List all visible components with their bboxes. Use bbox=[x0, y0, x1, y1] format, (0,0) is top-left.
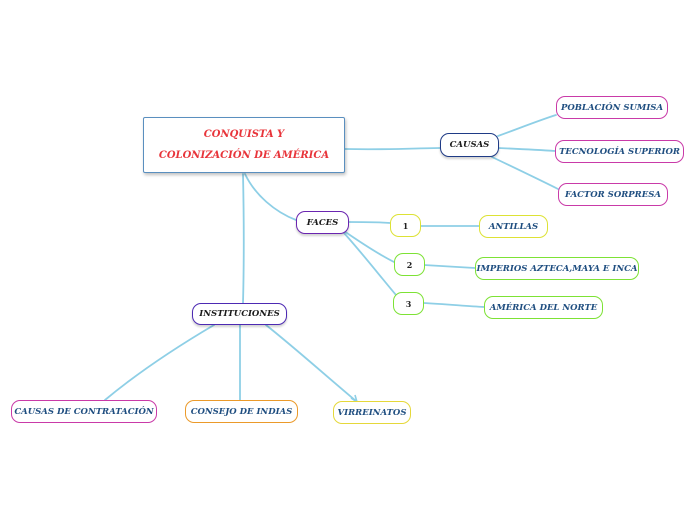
link-faces-3 bbox=[343, 232, 397, 296]
causas-label: CAUSAS bbox=[449, 140, 490, 150]
link-root-instituciones bbox=[242, 173, 245, 304]
link-causas-tecnologia bbox=[497, 147, 556, 152]
link-root-causas bbox=[344, 147, 441, 151]
link-faces-2 bbox=[343, 230, 395, 263]
virreinatos-label: VIRREINATOS bbox=[337, 407, 407, 418]
link-causas-sorpresa bbox=[491, 156, 559, 190]
sorpresa-label: FACTOR SORPRESA bbox=[565, 189, 661, 200]
node-imperios[interactable]: IMPERIOS AZTECA,MAYA E INCA bbox=[475, 257, 639, 280]
phase-2-label: 2 bbox=[406, 259, 413, 270]
root-node-title[interactable]: CONQUISTA Y COLONIZACIÓN DE AMÉRICA bbox=[143, 117, 345, 173]
antillas-label: ANTILLAS bbox=[488, 221, 539, 232]
link-inst-contratacion bbox=[104, 324, 215, 401]
node-factor-sorpresa[interactable]: FACTOR SORPRESA bbox=[558, 183, 668, 206]
tecnologia-label: TECNOLOGÍA SUPERIOR bbox=[559, 146, 680, 157]
link-causas-poblacion bbox=[497, 114, 557, 137]
node-causas-contratacion[interactable]: CAUSAS DE CONTRATACIÓN bbox=[11, 400, 157, 423]
node-consejo-indias[interactable]: CONSEJO DE INDIAS bbox=[185, 400, 298, 423]
node-phase-1[interactable]: 1 bbox=[390, 214, 421, 237]
node-virreinatos[interactable]: VIRREINATOS bbox=[333, 401, 411, 424]
faces-label: FACES bbox=[306, 217, 339, 228]
node-america-norte[interactable]: AMÉRICA DEL NORTE bbox=[484, 296, 603, 319]
phase-3-label: 3 bbox=[405, 298, 412, 309]
imperios-label: IMPERIOS AZTECA,MAYA E INCA bbox=[476, 263, 638, 274]
phase-1-label: 1 bbox=[402, 220, 409, 231]
consejo-label: CONSEJO DE INDIAS bbox=[190, 406, 293, 417]
node-poblacion-sumisa[interactable]: POBLACIÓN SUMISA bbox=[556, 96, 668, 119]
poblacion-label: POBLACIÓN SUMISA bbox=[560, 102, 664, 113]
link-faces-1 bbox=[347, 221, 391, 224]
node-causas[interactable]: CAUSAS bbox=[440, 133, 499, 157]
america-norte-label: AMÉRICA DEL NORTE bbox=[489, 302, 598, 313]
node-instituciones[interactable]: INSTITUCIONES bbox=[192, 303, 287, 325]
link-3-norte bbox=[422, 302, 485, 308]
link-2-imperios bbox=[423, 264, 476, 269]
node-antillas[interactable]: ANTILLAS bbox=[479, 215, 548, 238]
node-faces[interactable]: FACES bbox=[296, 211, 349, 234]
instituciones-label: INSTITUCIONES bbox=[199, 309, 280, 319]
link-root-faces bbox=[244, 173, 297, 221]
node-phase-3[interactable]: 3 bbox=[393, 292, 424, 315]
node-phase-2[interactable]: 2 bbox=[394, 253, 425, 276]
node-tecnologia-superior[interactable]: TECNOLOGÍA SUPERIOR bbox=[555, 140, 684, 163]
root-title-text: CONQUISTA Y COLONIZACIÓN DE AMÉRICA bbox=[158, 129, 330, 161]
link-inst-virreinatos bbox=[265, 324, 357, 402]
contratacion-label: CAUSAS DE CONTRATACIÓN bbox=[14, 406, 154, 417]
